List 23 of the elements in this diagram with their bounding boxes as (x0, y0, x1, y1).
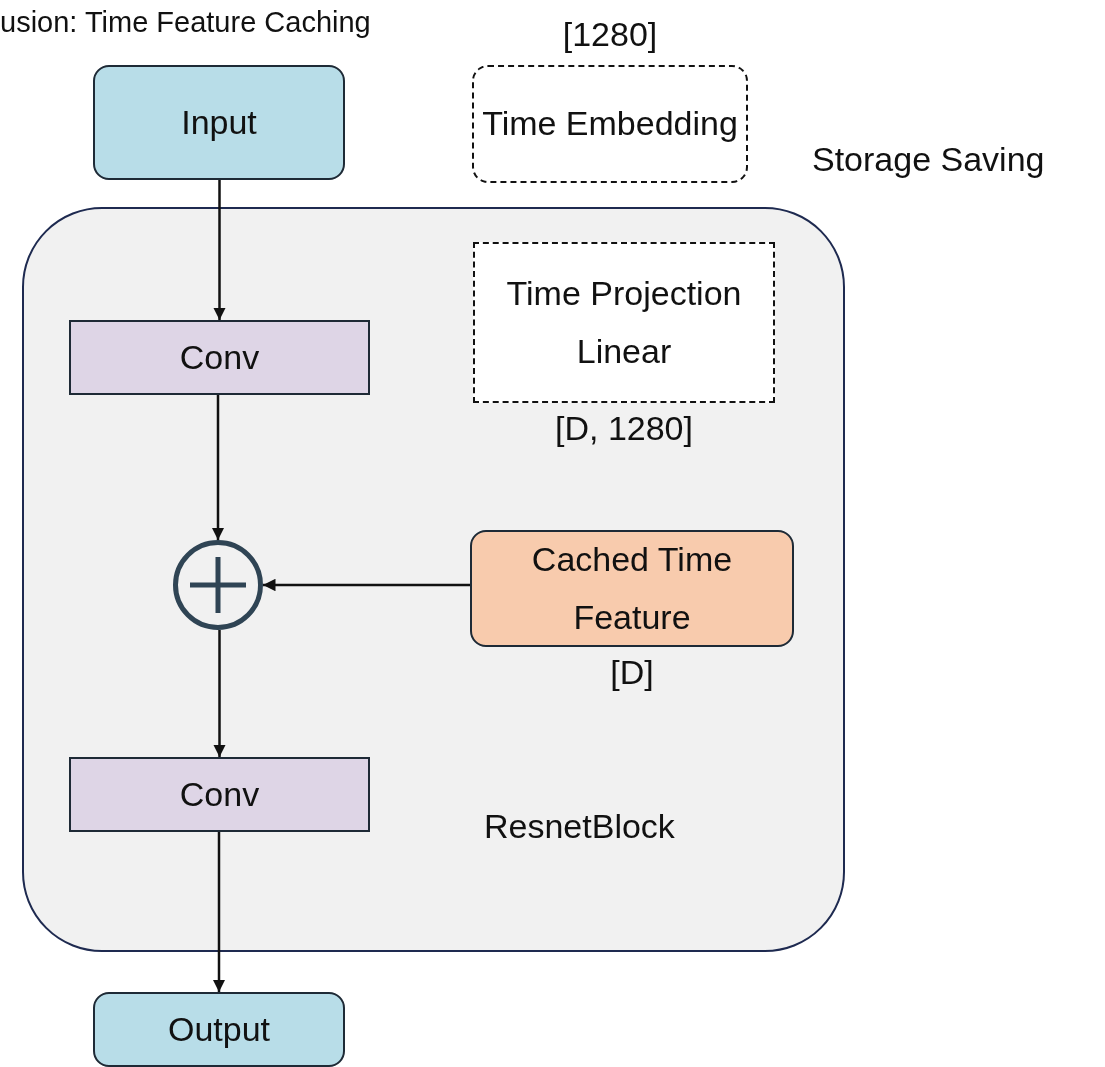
dimension-label: [D, 1280] (554, 408, 694, 449)
note-label: Storage Saving (812, 139, 1045, 180)
input-box (93, 65, 345, 180)
node-label: Time Projection Linear (505, 272, 743, 372)
dimension-label: [1280] (561, 13, 659, 55)
arrow (211, 395, 225, 540)
block-container (22, 207, 845, 952)
arrow (213, 180, 226, 320)
node-label: Conv (178, 773, 261, 815)
node-label: Time Embedding (481, 103, 739, 145)
dimension-label: [D] (609, 652, 655, 693)
diagram-title: usion: Time Feature Caching (0, 5, 371, 40)
node-label: Cached Time Feature (530, 538, 734, 638)
arrow (213, 630, 226, 757)
arrow (212, 832, 226, 992)
block-label: ResnetBlock (484, 806, 675, 847)
node-label: Conv (178, 336, 261, 378)
node-label: Output (166, 1008, 272, 1050)
process-box (69, 320, 370, 395)
process-box (69, 757, 370, 832)
node-label: Input (180, 101, 258, 143)
output-box (93, 992, 345, 1067)
arrow (263, 578, 470, 592)
